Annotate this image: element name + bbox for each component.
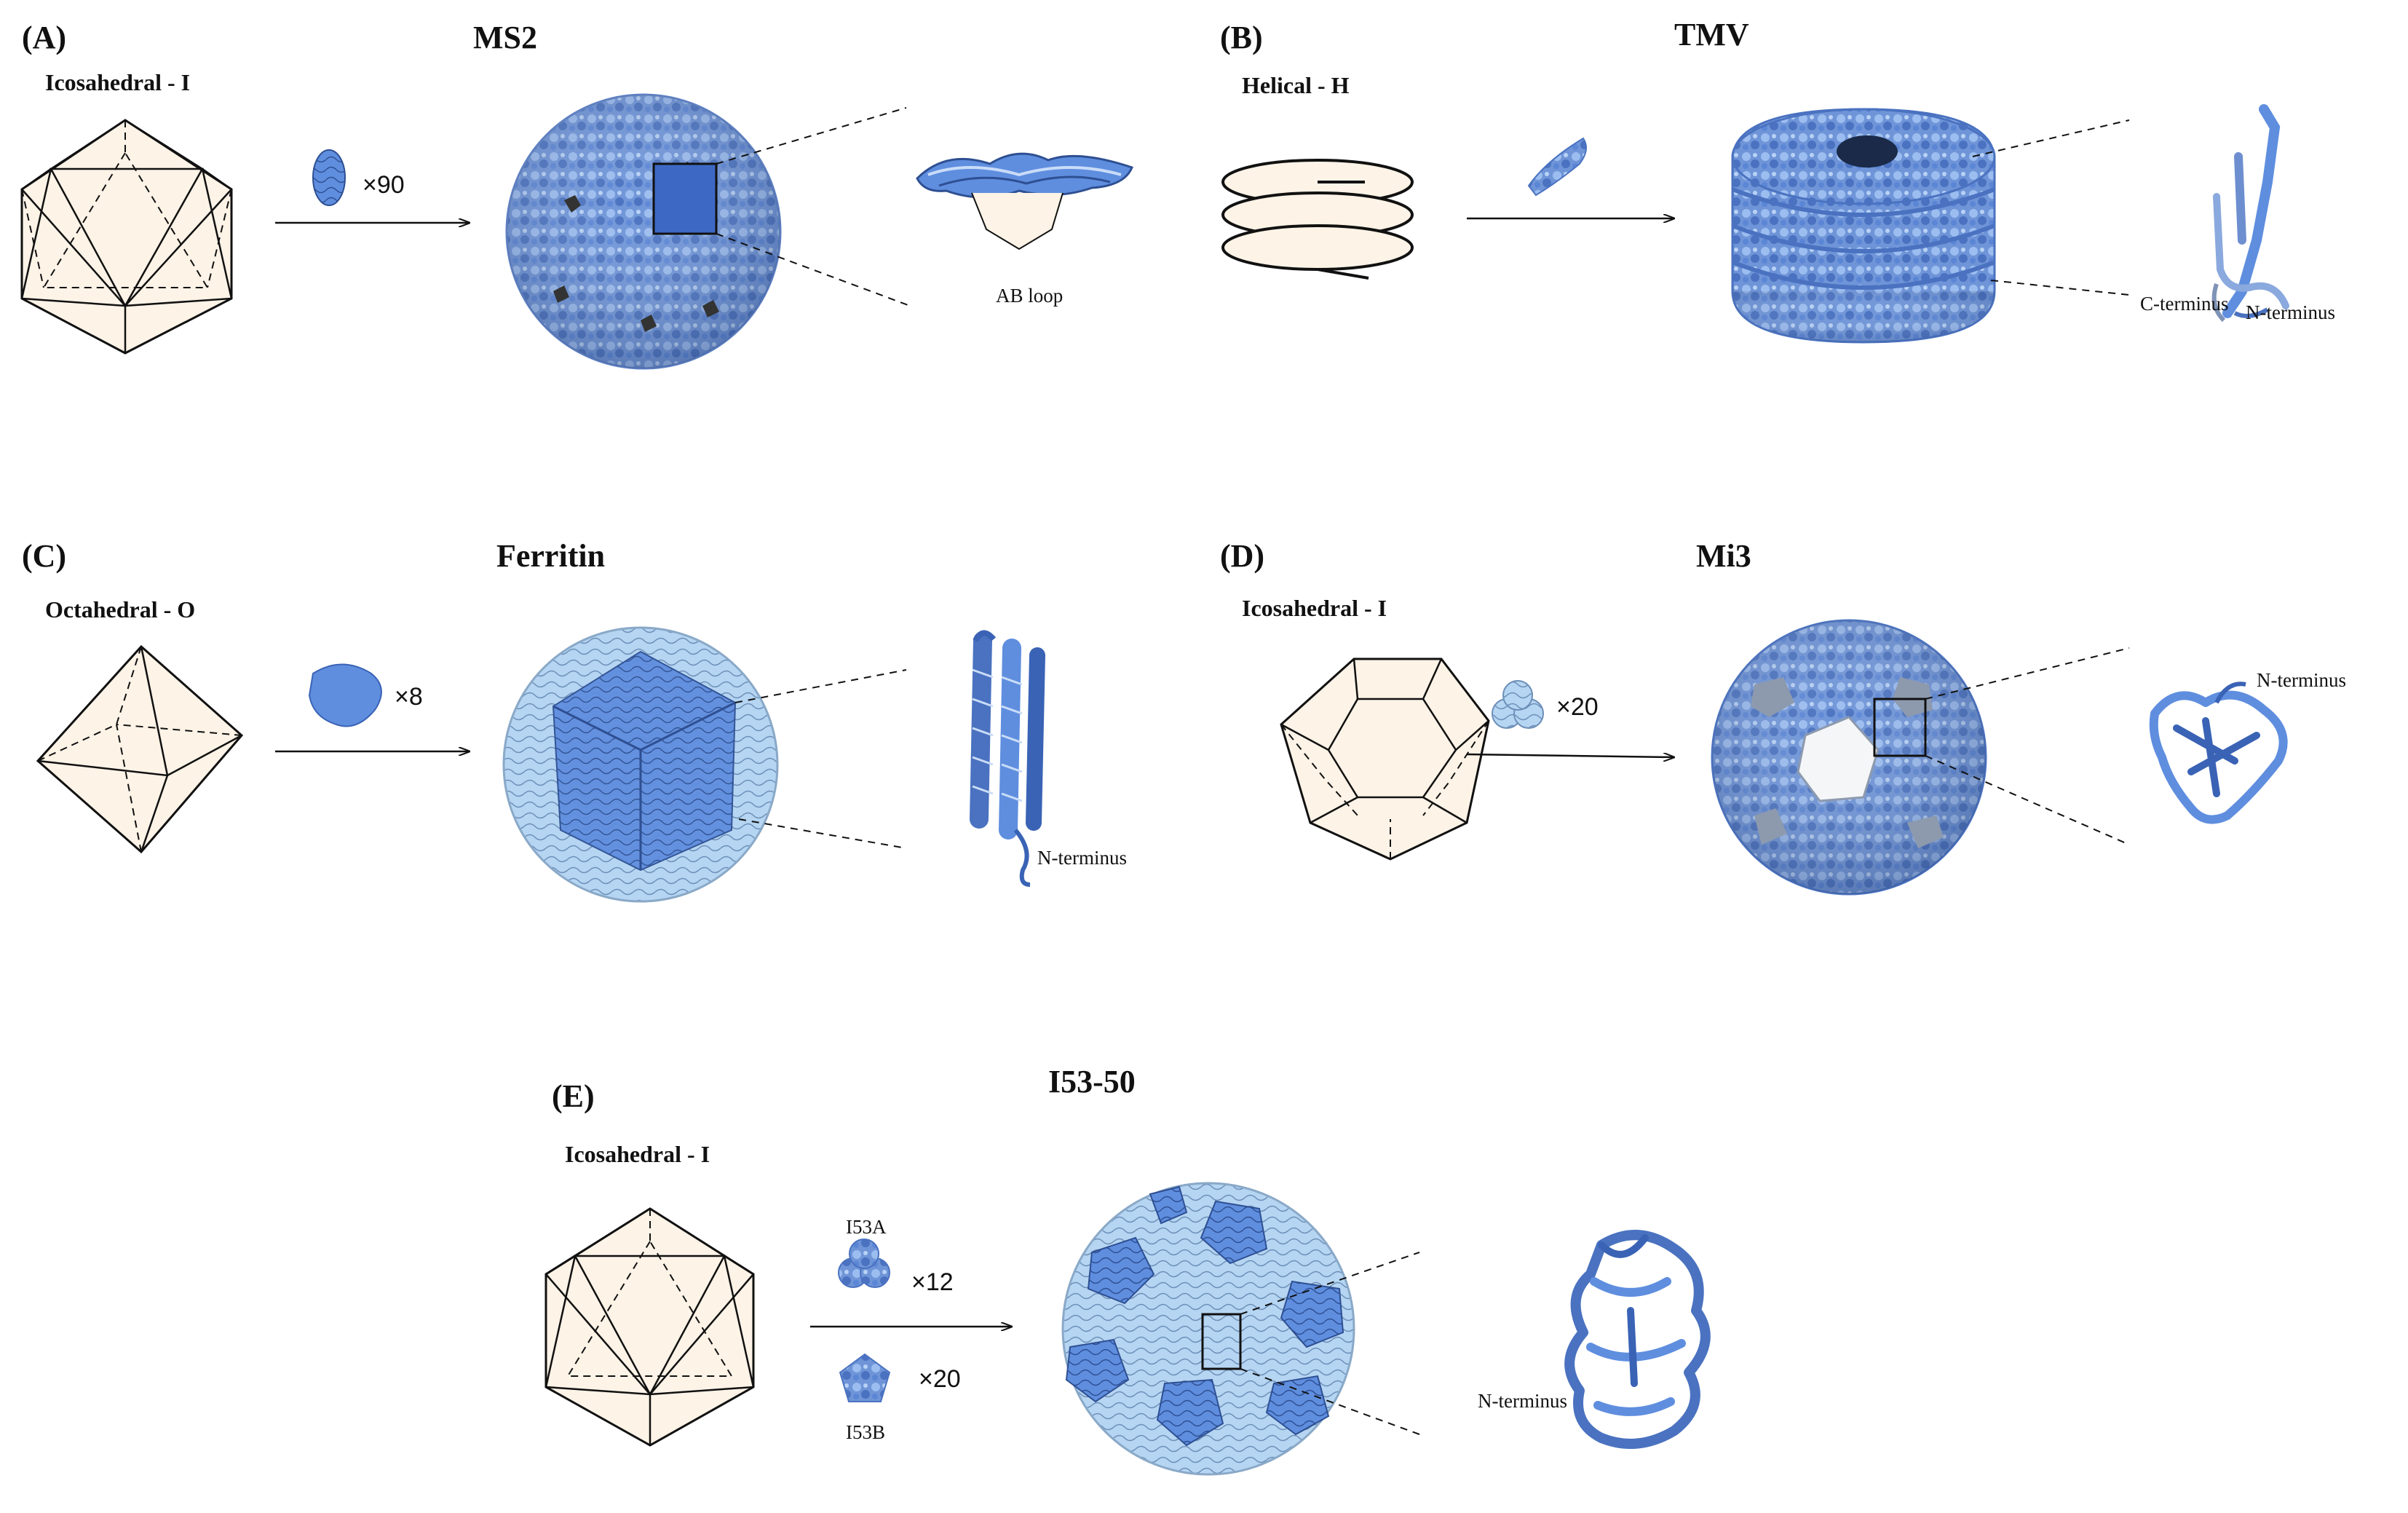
panel-c-label: (C)	[22, 538, 66, 574]
panel-c: (C) Ferritin Octahedral - O ×8	[22, 538, 1127, 903]
panel-e-component-a: I53A	[846, 1216, 887, 1238]
panel-d-arrow	[1466, 754, 1674, 757]
panel-b-annotation-c-terminus: C-terminus	[2140, 293, 2229, 315]
i53b-pentamer-icon	[839, 1353, 891, 1402]
panel-c-symmetry: Octahedral - O	[45, 596, 195, 623]
tmv-ribbon	[2211, 104, 2289, 323]
mi3-trimer-icon	[1492, 680, 1544, 729]
zoom-line	[734, 669, 907, 703]
panel-d: (D) Mi3 Icosahedral - I ×20	[1220, 538, 2346, 896]
panel-a-multiplier: ×90	[363, 171, 405, 199]
mi3-ribbon	[2149, 682, 2288, 824]
ferritin-monomer-icon	[308, 663, 382, 727]
i53a-trimer-icon	[838, 1239, 890, 1288]
octahedron-diagram	[36, 644, 244, 854]
panel-e-symmetry: Icosahedral - I	[565, 1141, 710, 1167]
tmv-monomer-icon	[1527, 137, 1587, 197]
zoom-line	[716, 233, 911, 307]
i53-50-cage	[1061, 1182, 1355, 1476]
zoom-line	[1925, 647, 2130, 700]
panel-b: (B) TMV Helical - H	[1220, 17, 2335, 344]
i53-50-zoom-box	[1201, 1313, 1242, 1370]
panel-a: (A) MS2 Icosahedral - I ×90	[20, 20, 1133, 370]
panel-c-title: Ferritin	[496, 538, 605, 574]
panel-b-title: TMV	[1674, 17, 1749, 52]
panel-d-annotation-n-terminus: N-terminus	[2257, 669, 2346, 691]
mi3-zoom-box	[1873, 698, 1927, 757]
tmv-disk	[1731, 108, 1996, 344]
panel-e-multiplier-b: ×20	[919, 1365, 961, 1393]
panel-e-component-b: I53B	[846, 1421, 885, 1443]
zoom-line	[1990, 280, 2130, 296]
ferritin-cage	[502, 626, 779, 903]
panel-a-annotation-ab-loop: AB loop	[996, 285, 1063, 307]
mi3-cage	[1711, 619, 1987, 896]
zoom-line	[1925, 755, 2130, 845]
panel-c-multiplier: ×8	[395, 683, 423, 711]
panel-e-label: (E)	[552, 1078, 595, 1114]
zoom-line	[1972, 119, 2130, 157]
panel-a-title: MS2	[473, 20, 537, 55]
ms2-dimer-ribbon	[916, 152, 1133, 250]
panel-e-annotation-n-terminus: N-terminus	[1478, 1390, 1567, 1412]
panel-d-label: (D)	[1220, 538, 1264, 574]
ms2-monomer-icon	[312, 149, 346, 206]
i53-50-ribbon	[1564, 1230, 1711, 1449]
panel-b-label: (B)	[1220, 20, 1263, 55]
panel-c-annotation-n-terminus: N-terminus	[1037, 847, 1127, 869]
panel-e-multiplier-a: ×12	[911, 1268, 954, 1296]
panel-b-symmetry: Helical - H	[1242, 72, 1350, 98]
panel-a-label: (A)	[22, 20, 66, 55]
zoom-line	[738, 818, 907, 849]
panel-b-annotation-n-terminus: N-terminus	[2246, 301, 2335, 323]
ferritin-ribbon	[970, 630, 1045, 887]
zoom-line	[1240, 1368, 1420, 1435]
ms2-capsid	[505, 93, 782, 370]
icosahedron-diagram	[544, 1207, 755, 1447]
helix-diagram	[1221, 159, 1414, 280]
panel-d-title: Mi3	[1696, 538, 1751, 574]
panel-a-symmetry: Icosahedral - I	[45, 69, 190, 95]
ms2-zoom-box	[652, 162, 718, 235]
panel-e: (E) I53-50 Icosahedral - I I53A ×12	[544, 1064, 1711, 1476]
zoom-line	[716, 107, 907, 165]
icosahedron-diagram	[20, 119, 233, 355]
zoom-line	[1240, 1252, 1420, 1315]
panel-d-multiplier: ×20	[1556, 693, 1599, 721]
panel-e-title: I53-50	[1048, 1064, 1136, 1099]
dodecahedron-diagram	[1280, 657, 1490, 861]
panel-d-symmetry: Icosahedral - I	[1242, 595, 1387, 621]
